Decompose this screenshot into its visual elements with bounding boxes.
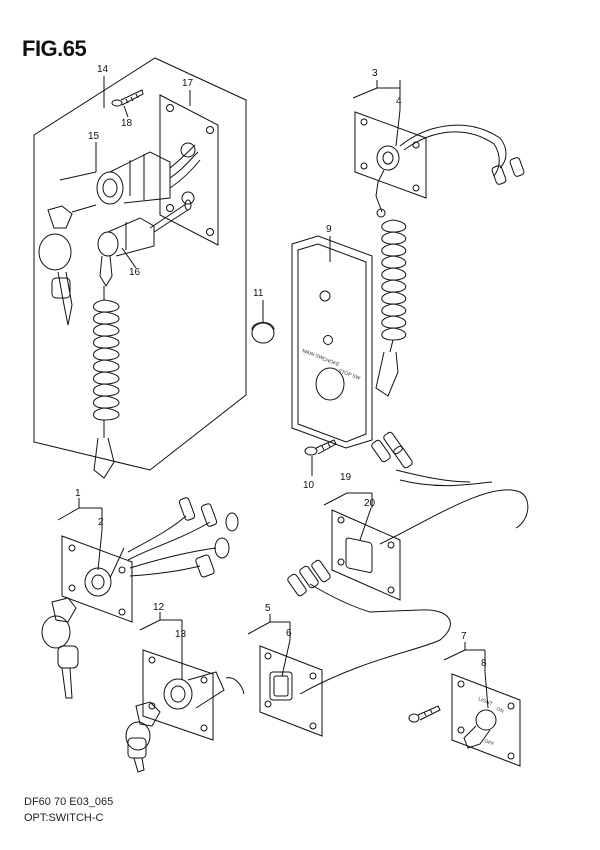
- stop-switch-16: [93, 199, 192, 479]
- callout-9: 9: [326, 224, 332, 235]
- light-on-label: ON: [495, 706, 505, 715]
- callout-17: 17: [182, 78, 194, 89]
- callout-5: 5: [265, 603, 271, 614]
- callout-13: 13: [175, 629, 187, 640]
- rocker-switch-5: [247, 559, 451, 737]
- callout-11: 11: [253, 288, 264, 299]
- coil-cord-16: [93, 299, 120, 421]
- light-off-label: OFF: [483, 738, 495, 747]
- screw-light: [408, 705, 441, 723]
- ignition-switch-1: [41, 497, 239, 699]
- callout-20: 20: [364, 498, 376, 509]
- stop-switch-plate-3: [352, 80, 525, 397]
- callout-8: 8: [481, 658, 487, 669]
- callout-12: 12: [153, 602, 165, 613]
- assembly-box-14: [33, 57, 247, 471]
- leader-lines: [59, 90, 489, 709]
- callout-14: 14: [97, 64, 109, 75]
- switch-plate-19: [323, 431, 529, 601]
- callout-1: 1: [75, 488, 81, 499]
- screw-10: [304, 439, 337, 456]
- callout-numbers: 14 17 18 15 16 3 4 9 11 10 19 20 1 2 12 …: [75, 64, 487, 669]
- figure-caption: OPT:SWITCH-C: [24, 812, 104, 824]
- mounting-plate-17: [159, 94, 219, 246]
- screw-18: [111, 89, 144, 107]
- callout-4: 4: [396, 96, 402, 107]
- panel-label-stop: STOP SW: [337, 368, 361, 382]
- switch-panel-9: [291, 235, 373, 449]
- light-label: LIGHT: [477, 696, 493, 707]
- callout-3: 3: [372, 68, 378, 79]
- key-switch-12: [125, 612, 245, 773]
- plug-11: [251, 322, 275, 344]
- callout-16: 16: [129, 267, 141, 278]
- panel-label-main: MAIN SW: [301, 348, 324, 361]
- callout-18: 18: [121, 118, 133, 129]
- callout-15: 15: [88, 131, 100, 142]
- callout-6: 6: [286, 628, 292, 639]
- callout-7: 7: [461, 631, 467, 642]
- panel-label-choke: CHOKE: [321, 356, 340, 368]
- callout-2: 2: [98, 517, 104, 528]
- light-switch-7: [443, 642, 521, 767]
- coil-cord-3: [381, 219, 407, 341]
- figure-title: FIG.65: [22, 36, 87, 61]
- callout-19: 19: [340, 472, 352, 483]
- figure-code: DF60 70 E03_065: [24, 796, 114, 808]
- ignition-switch-15: [38, 144, 201, 326]
- callout-10: 10: [303, 480, 315, 491]
